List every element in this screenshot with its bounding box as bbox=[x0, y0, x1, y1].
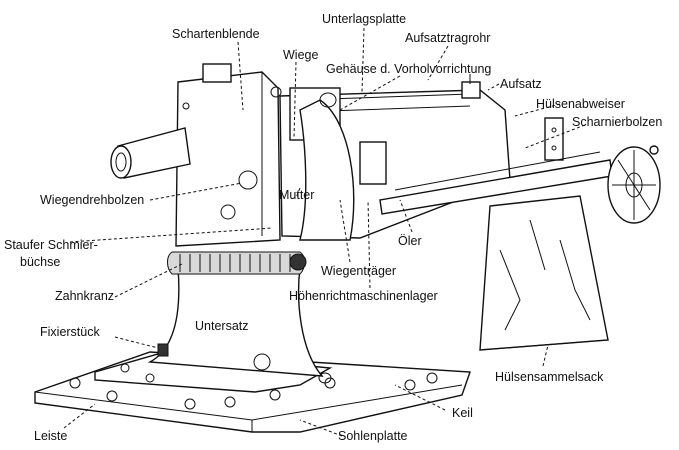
leader-lines bbox=[63, 27, 586, 437]
label-huelsensammelsack: Hülsensammelsack bbox=[495, 370, 604, 384]
huelsenabweiser-deflector bbox=[544, 117, 564, 161]
label-keil: Keil bbox=[452, 406, 473, 420]
label-untersatz: Untersatz bbox=[195, 319, 249, 333]
labels: Schartenblende Unterlagsplatte Aufsatztr… bbox=[4, 12, 662, 443]
zahnkranz-gear-ring bbox=[167, 251, 307, 275]
label-wiege: Wiege bbox=[283, 48, 318, 62]
label-wiegentraeger: Wiegenträger bbox=[321, 264, 396, 278]
label-staufer-line1: Staufer Schmier- bbox=[4, 238, 98, 252]
handwheel bbox=[607, 145, 661, 224]
barrel bbox=[110, 127, 191, 179]
label-sohlenplatte: Sohlenplatte bbox=[338, 429, 408, 443]
label-aufsatz: Aufsatz bbox=[500, 77, 542, 91]
aufsatz-sight bbox=[461, 74, 481, 99]
label-leiste: Leiste bbox=[34, 429, 67, 443]
label-oeler: Öler bbox=[398, 234, 422, 248]
gun-drawing bbox=[34, 63, 661, 433]
label-huelsenabweiser: Hülsenabweiser bbox=[536, 97, 625, 111]
fixierstueck-block bbox=[157, 343, 169, 357]
schartenblende-shield bbox=[175, 63, 282, 247]
label-zahnkranz: Zahnkranz bbox=[55, 289, 114, 303]
label-aufsatztragrohr: Aufsatztragrohr bbox=[405, 31, 490, 45]
label-wiegendrehbolzen: Wiegendrehbolzen bbox=[40, 193, 144, 207]
label-staufer-line2: büchse bbox=[20, 255, 60, 269]
label-hoehenricht: Höhenrichtmaschinenlager bbox=[289, 289, 438, 303]
untersatz-pedestal bbox=[147, 267, 332, 384]
label-mutter: Mutter bbox=[279, 188, 314, 202]
label-gehaeuse: Gehäuse d. Vorholvorrichtung bbox=[326, 62, 491, 76]
label-fixierstueck: Fixierstück bbox=[40, 325, 100, 339]
label-scharnierbolzen: Scharnierbolzen bbox=[572, 115, 662, 129]
label-schartenblende: Schartenblende bbox=[172, 27, 260, 41]
huelsensammelsack-bag bbox=[479, 195, 609, 351]
wiege-cradle bbox=[279, 87, 511, 241]
label-unterlagsplatte: Unterlagsplatte bbox=[322, 12, 406, 26]
